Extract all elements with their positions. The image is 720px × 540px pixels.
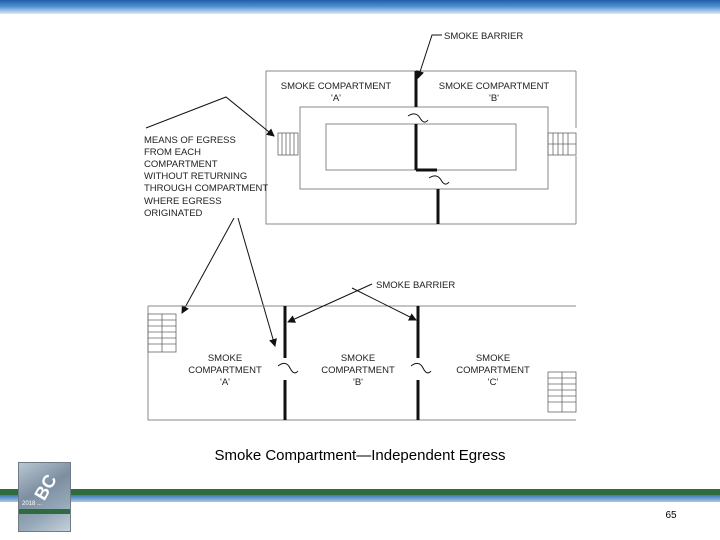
label-compartment-a-top-line2: 'A' xyxy=(331,93,341,104)
bottom-smoke-barrier-walls xyxy=(277,306,432,420)
footer-blue-band xyxy=(0,495,720,502)
courtyard-inner xyxy=(325,123,517,171)
label-compartment-c-bottom-line1: SMOKE xyxy=(476,353,510,364)
label-smoke-barrier-top: SMOKE BARRIER xyxy=(444,31,523,42)
leader-smoke-barrier-top xyxy=(416,34,442,79)
book-cover-strip xyxy=(19,509,70,514)
label-egress-line4: WITHOUT RETURNING xyxy=(144,171,247,182)
leader-egress-to-bottom-compartment xyxy=(237,217,277,347)
stair-bottom-left xyxy=(147,313,177,353)
label-compartment-b-top-line2: 'B' xyxy=(489,93,499,104)
book-cover-title: 2018 ... xyxy=(22,501,43,507)
label-compartment-a-top-line1: SMOKE COMPARTMENT xyxy=(281,81,392,92)
label-compartment-b-bottom-line1: SMOKE xyxy=(341,353,375,364)
label-egress-line3: COMPARTMENT xyxy=(144,159,218,170)
label-compartment-b-bottom-line3: 'B' xyxy=(353,377,363,388)
label-compartment-a-bottom-line1: SMOKE xyxy=(208,353,242,364)
top-plan-outline xyxy=(265,70,576,225)
label-compartment-a-bottom-line2: COMPARTMENT xyxy=(188,365,262,376)
stair-bottom-right xyxy=(547,371,577,413)
label-compartment-c-bottom-line2: COMPARTMENT xyxy=(456,365,530,376)
page-number: 65 xyxy=(665,510,677,521)
leader-barrier-bottom-right xyxy=(351,287,417,321)
stair-top-right xyxy=(547,132,577,156)
label-compartment-c-bottom-line3: 'C' xyxy=(488,377,499,388)
book-cover-thumbnail: BC 2018 ... xyxy=(18,462,71,532)
egress-note: MEANS OF EGRESS FROM EACH COMPARTMENT WI… xyxy=(144,96,277,347)
book-cover-mark: BC xyxy=(30,470,61,504)
label-compartment-a-bottom-line3: 'A' xyxy=(220,377,230,388)
label-egress-line5: THROUGH COMPARTMENT xyxy=(144,183,268,194)
top-smoke-barrier-walls xyxy=(407,71,450,224)
label-smoke-barrier-bottom: SMOKE BARRIER xyxy=(376,280,455,291)
label-egress-line6: WHERE EGRESS xyxy=(144,196,222,207)
label-egress-line2: FROM EACH xyxy=(144,147,201,158)
leader-barrier-bottom-left xyxy=(287,283,373,323)
label-egress-line7: ORIGINATED xyxy=(144,208,203,219)
stair-top-left xyxy=(277,132,299,156)
top-plan: SMOKE COMPARTMENT 'A' SMOKE COMPARTMENT … xyxy=(265,31,577,225)
label-egress-line1: MEANS OF EGRESS xyxy=(144,135,236,146)
courtyard-outer xyxy=(299,106,549,190)
top-gradient-band xyxy=(0,0,720,14)
label-compartment-b-top-line1: SMOKE COMPARTMENT xyxy=(439,81,550,92)
bottom-plan: SMOKE BARRIER SMOKE COMPARTMENT 'A' SMOK… xyxy=(147,280,577,421)
label-compartment-b-bottom-line2: COMPARTMENT xyxy=(321,365,395,376)
leader-egress-to-bottom-stair xyxy=(181,217,235,314)
footer-green-band xyxy=(0,489,720,495)
leader-egress-top xyxy=(145,96,275,137)
figure-caption: Smoke Compartment—Independent Egress xyxy=(214,447,506,464)
